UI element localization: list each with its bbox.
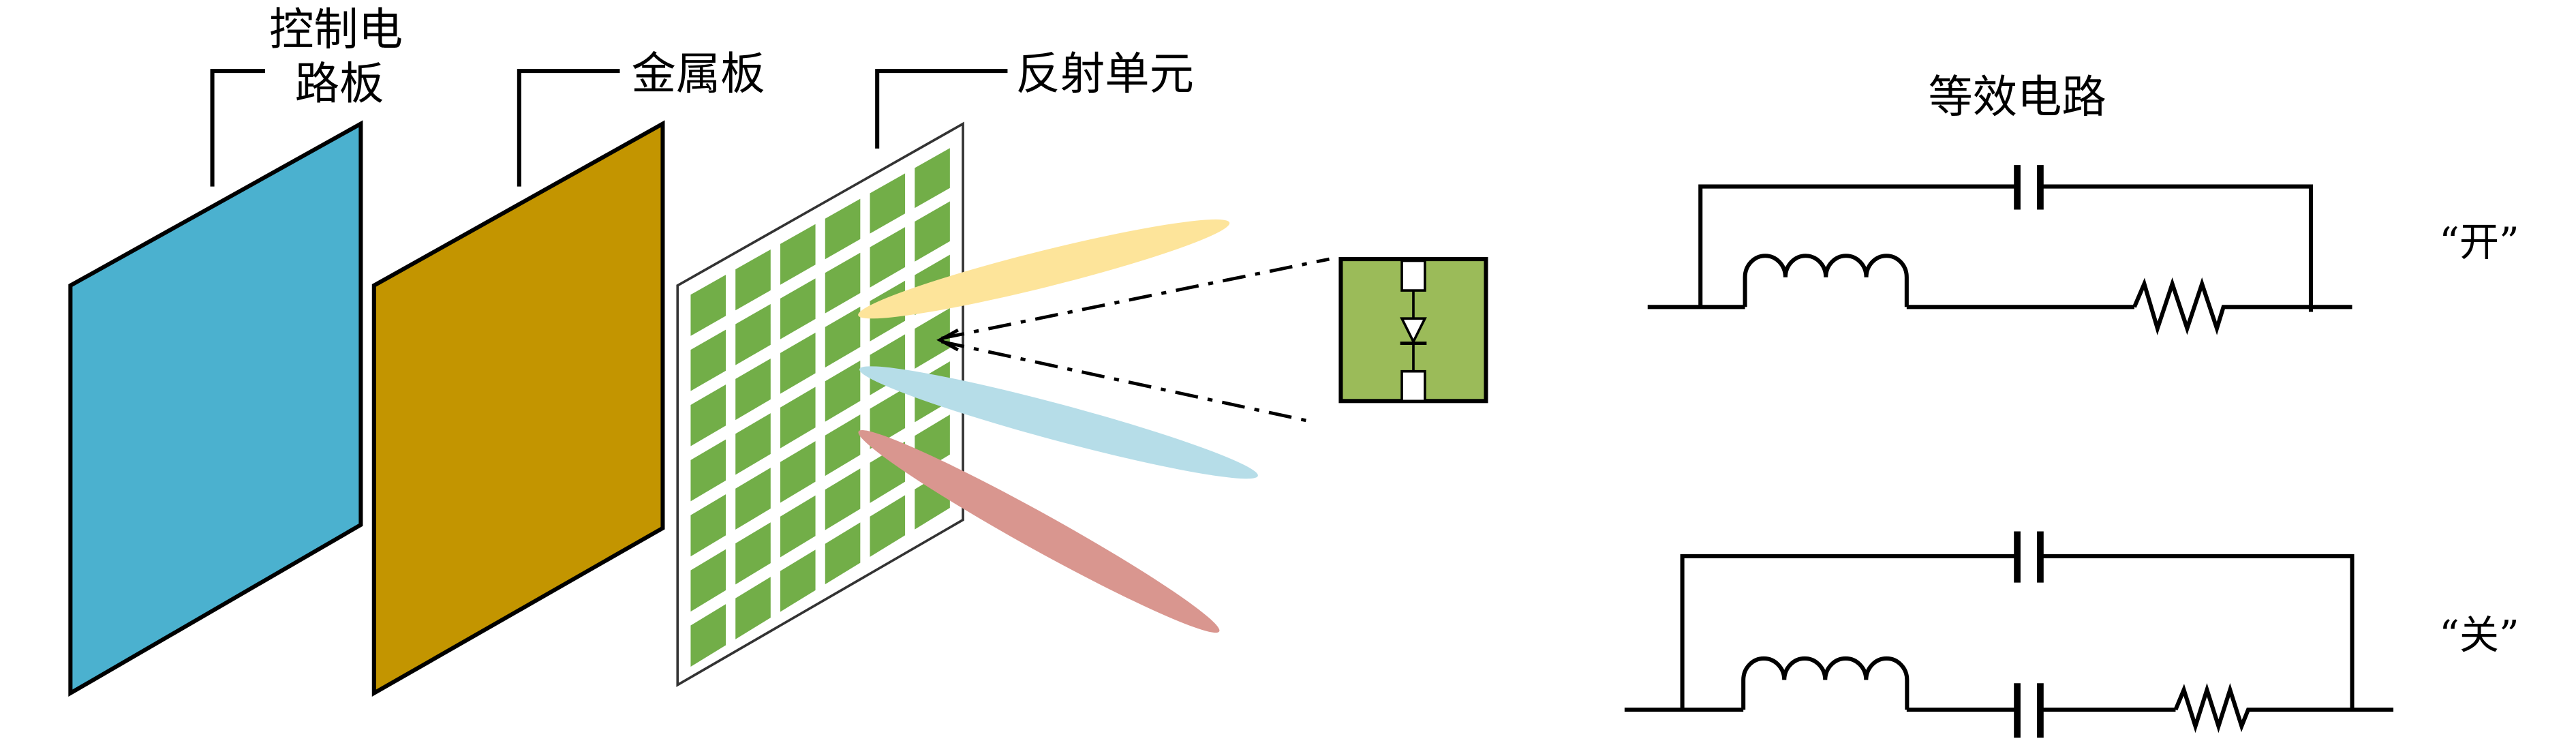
- reflect-cell: [870, 173, 906, 234]
- reflect-cell: [735, 577, 771, 639]
- diode-icon: [1400, 317, 1427, 345]
- reflect-cell: [690, 439, 726, 502]
- reflect-cell: [780, 549, 816, 612]
- reflect-cell: [825, 198, 861, 260]
- reflect-cell: [690, 494, 726, 557]
- reflect-cell: [825, 360, 861, 422]
- reflect-cell: [690, 275, 726, 336]
- reflect-cell: [915, 201, 950, 262]
- beam-red: [858, 429, 1220, 633]
- equiv-circuit-title: 等效电路: [1928, 72, 2106, 123]
- reflect-cell: [735, 249, 771, 311]
- leader-metal-plate: [517, 69, 620, 187]
- reflect-cell: [780, 224, 816, 285]
- reflect-cell: [780, 278, 816, 339]
- beam-yellow: [858, 219, 1230, 319]
- reflect-cell: [735, 468, 771, 530]
- reflect-cell: [825, 252, 861, 314]
- label-control-board-2: 路板: [295, 58, 384, 110]
- callout-line-top: [941, 257, 1330, 340]
- reflect-cell: [690, 604, 726, 667]
- reflect-cell: [780, 332, 816, 394]
- resistor-icon: [2132, 277, 2352, 335]
- resistor-icon: [2173, 682, 2394, 734]
- reflect-cell: [735, 413, 771, 475]
- leader-reflect-unit: [875, 69, 1008, 149]
- reflect-cell: [780, 387, 816, 449]
- metal-plate-panel: [371, 120, 665, 697]
- reflect-cell: [915, 148, 950, 209]
- leader-control-board: [210, 69, 266, 187]
- reflect-cell: [870, 388, 906, 449]
- state-on-label: “开”: [2439, 219, 2519, 265]
- reflect-cell: [870, 495, 906, 557]
- reflect-cell: [780, 495, 816, 558]
- reflect-cell: [690, 384, 726, 447]
- reflect-cell: [735, 303, 771, 365]
- inductor-icon: [1741, 656, 1910, 710]
- circuit-off: [1624, 531, 2394, 738]
- label-reflect-unit: 反射单元: [1016, 48, 1194, 100]
- callout-line-bottom: [941, 339, 1308, 423]
- reflect-cell: [690, 549, 726, 612]
- label-control-board-1: 控制电: [269, 3, 403, 55]
- reflect-cell: [825, 522, 861, 585]
- arrowhead-icon: [936, 329, 959, 352]
- reflect-cell: [825, 414, 861, 477]
- state-off-label: “关”: [2439, 611, 2519, 658]
- inductor-icon: [1743, 254, 1909, 307]
- beam-blue: [859, 366, 1258, 479]
- control-board-panel: [68, 120, 363, 697]
- reflect-cell: [825, 468, 861, 530]
- unit-cell-inset: [1338, 257, 1488, 404]
- reflect-cell: [690, 329, 726, 391]
- reflect-cell: [735, 359, 771, 421]
- reflect-cell-grid: [690, 148, 950, 667]
- circuit-on: [1647, 165, 2352, 335]
- reflect-cell: [915, 307, 950, 369]
- reflect-cell: [780, 441, 816, 503]
- reflect-cell: [735, 522, 771, 585]
- label-metal-plate: 金属板: [631, 48, 765, 100]
- reflect-cell: [870, 227, 906, 288]
- reflect-cell: [825, 306, 861, 368]
